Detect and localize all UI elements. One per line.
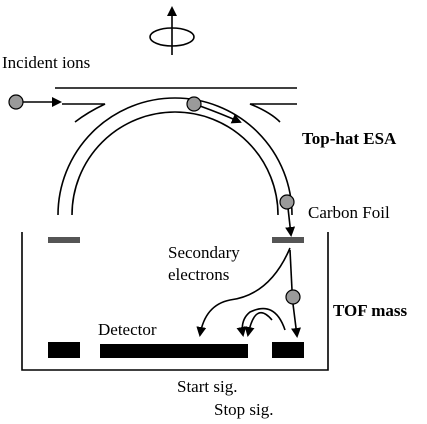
detector-label: Detector <box>98 320 157 339</box>
top-hat-esa <box>55 87 297 216</box>
rotation-axis-icon <box>149 6 195 55</box>
stop-signal-label: Stop sig. <box>214 400 274 419</box>
carbon-foil-label: Carbon Foil <box>308 203 390 222</box>
secondary-electrons-label-1: Secondary <box>168 243 240 262</box>
ion-in-esa <box>186 96 242 124</box>
detector-bar <box>100 344 248 358</box>
esa-ion-particle <box>186 96 202 112</box>
tof-mass-label: TOF mass <box>333 301 408 320</box>
tof-box <box>21 232 329 371</box>
secondary-electron-path-2 <box>244 311 273 337</box>
incident-ion-particle <box>8 94 24 110</box>
right-detector-block <box>272 342 304 358</box>
foil-ion-particle <box>279 194 295 210</box>
tof-ion-particle <box>285 289 301 305</box>
ion-after-foil <box>285 249 301 338</box>
left-detector-block <box>48 342 80 358</box>
esa-left-lip <box>62 103 106 123</box>
ion-to-foil <box>279 194 296 237</box>
secondary-electron-path-1 <box>196 247 291 337</box>
incident-ions-label: Incident ions <box>2 53 90 72</box>
esa-right-lip <box>249 103 297 123</box>
esa-inner-hemisphere <box>71 111 279 216</box>
left-plate <box>48 237 80 243</box>
top-hat-esa-label: Top-hat ESA <box>302 129 397 148</box>
carbon-foil-plate <box>272 237 304 243</box>
secondary-electron-path-3 <box>236 307 286 337</box>
start-signal-label: Start sig. <box>177 377 237 396</box>
secondary-electrons-label-2: electrons <box>168 265 229 284</box>
incident-ion <box>8 94 62 110</box>
esa-outer-hemisphere <box>57 97 293 216</box>
